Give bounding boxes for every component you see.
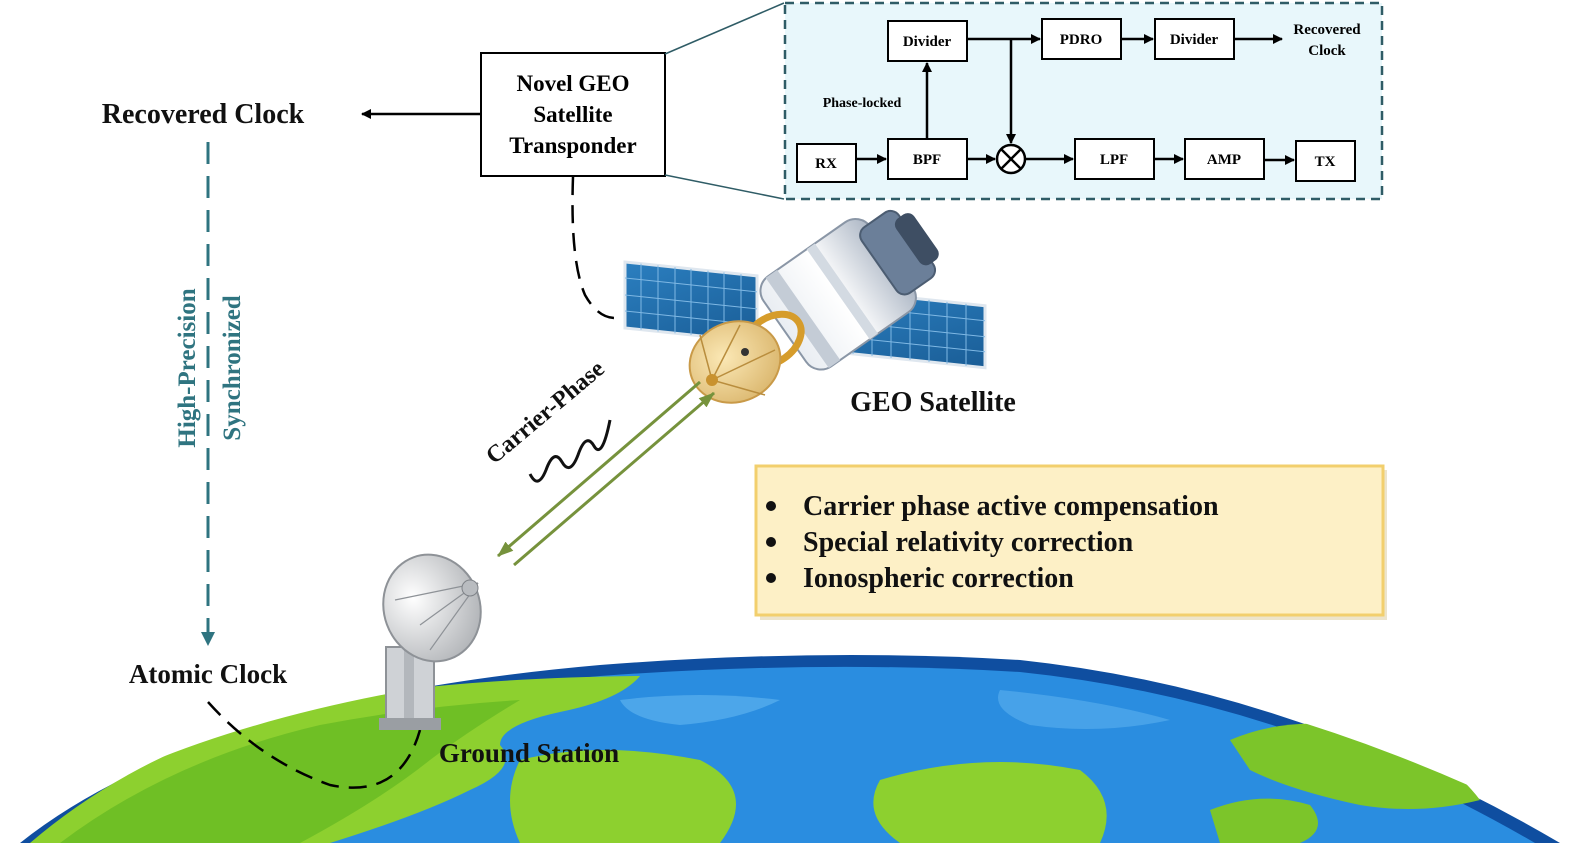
amp-label: AMP xyxy=(1207,152,1241,168)
correction-item-3: Ionospheric correction xyxy=(803,563,1074,594)
ground-station-icon xyxy=(379,553,482,730)
block-recovered-clock-line2: Clock xyxy=(1308,43,1346,59)
transponder-line1: Novel GEO xyxy=(516,71,629,96)
divider-right-block xyxy=(1154,18,1235,60)
transponder-box: Novel GEO Satellite Transponder xyxy=(480,52,666,177)
recovered-clock-label: Recovered Clock xyxy=(102,99,305,130)
transponder-line2: Satellite xyxy=(533,102,612,127)
atomic-clock-label: Atomic Clock xyxy=(129,659,287,689)
carrier-phase-label: Carrier-Phase xyxy=(481,356,610,470)
pdro-block xyxy=(1041,18,1122,60)
geo-satellite-label: GEO Satellite xyxy=(850,387,1016,418)
uplink-arrow xyxy=(513,391,715,567)
ground-station-label: Ground Station xyxy=(439,738,619,768)
geo-satellite-icon xyxy=(623,209,987,404)
transponder-to-satellite-dashed xyxy=(571,176,616,320)
phase-locked-label: Phase-locked xyxy=(823,96,902,111)
corrections-note: Carrier phase active compensation Specia… xyxy=(754,464,1387,620)
divider-left-block xyxy=(887,20,968,62)
synchronized-label: Synchronized xyxy=(219,295,246,440)
tx-block xyxy=(1295,140,1356,182)
block-recovered-clock-line1: Recovered xyxy=(1293,22,1361,38)
high-precision-label: High-Precision xyxy=(174,288,201,447)
correction-item-2: Special relativity correction xyxy=(803,527,1134,558)
rx-label: RX xyxy=(815,156,837,172)
zoom-line-top xyxy=(664,2,785,55)
bpf-label: BPF xyxy=(913,152,941,168)
atomic-to-station-dashed xyxy=(207,701,422,789)
correction-item-1: Carrier phase active compensation xyxy=(803,491,1219,522)
divider-left-label: Divider xyxy=(903,34,952,50)
transponder-line3: Transponder xyxy=(509,133,636,158)
divider-right-label: Divider xyxy=(1170,32,1219,48)
pdro-label: PDRO xyxy=(1060,32,1103,48)
carrier-wave-icon xyxy=(528,419,612,483)
tx-label: TX xyxy=(1315,154,1336,170)
mixer-icon xyxy=(995,143,1027,175)
zoom-line-bottom xyxy=(664,174,785,200)
lpf-label: LPF xyxy=(1100,152,1128,168)
amp-block xyxy=(1184,138,1265,180)
downlink-arrow xyxy=(497,380,701,558)
rx-block xyxy=(796,143,857,183)
lpf-block xyxy=(1074,138,1155,180)
block-diagram: Divider PDRO Divider Recovered Clock Pha… xyxy=(783,1,1384,201)
